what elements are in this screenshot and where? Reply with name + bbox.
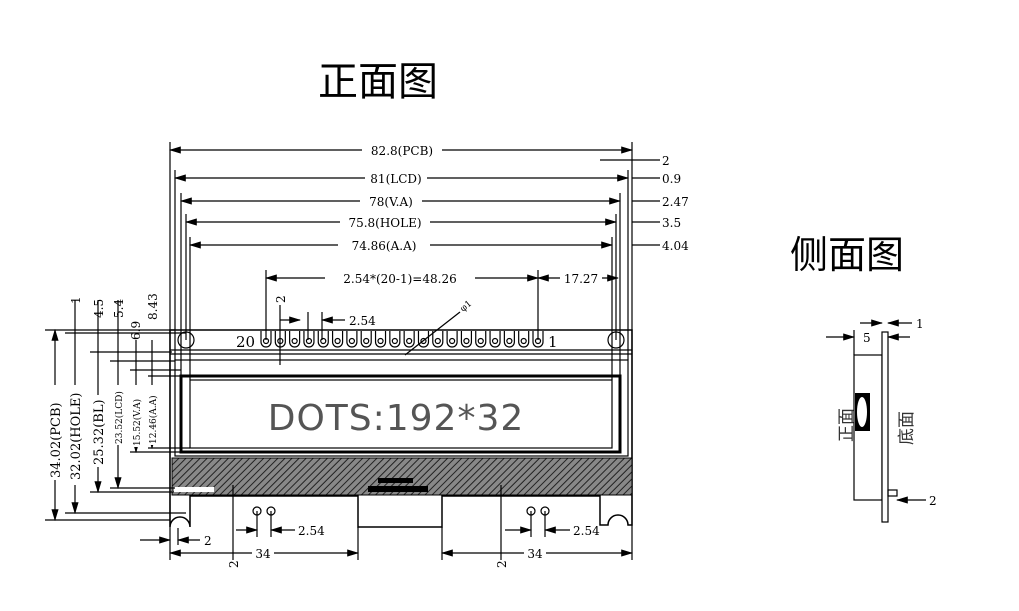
dim-va-width: 78(V.A) xyxy=(369,195,413,209)
pin-pad xyxy=(532,331,544,348)
pin-hole xyxy=(520,337,527,345)
dim-pin-span: 2.54*(20-1)=48.26 xyxy=(343,272,456,286)
pin-pad xyxy=(518,331,530,348)
dim-top-5-4: 5.4 xyxy=(112,299,126,318)
dim-top-8-43: 8.43 xyxy=(146,293,160,320)
top-dimensions: 82.8(PCB) 81(LCD) 78(V.A) 75.8(HOLE) 74.… xyxy=(168,143,689,365)
dim-left-width: 34 xyxy=(255,547,271,561)
pin-pad xyxy=(317,331,329,348)
dim-pin-top: 2 xyxy=(274,295,288,303)
pin-pad xyxy=(403,331,415,348)
pin-hole xyxy=(377,337,384,345)
dim-pcb-height: 34.02(PCB) xyxy=(49,402,64,478)
pin-hole xyxy=(477,337,484,345)
dim-pin-offset: 17.27 xyxy=(564,272,598,286)
pin-pad xyxy=(374,331,387,348)
pin-hole xyxy=(320,337,327,345)
pin-hole xyxy=(420,337,427,345)
side-label-back: 底面 xyxy=(897,411,917,445)
side-label-front: 正面 xyxy=(837,408,857,442)
pin-pad xyxy=(331,331,344,348)
dim-right-width: 34 xyxy=(527,547,543,561)
dim-top-4-5: 4.5 xyxy=(92,299,106,318)
pin-hole xyxy=(406,337,413,345)
dim-lcd-height: 23.52(LCD) xyxy=(114,391,125,444)
pin-hole xyxy=(534,337,542,345)
pin-hole xyxy=(277,337,284,345)
side-dim-pin: 2 xyxy=(929,494,937,508)
pin-pad xyxy=(274,331,286,348)
dim-r-aa: 4.04 xyxy=(662,239,689,253)
dim-pcb-width: 82.8(PCB) xyxy=(371,144,433,158)
pin-pad xyxy=(289,331,301,348)
dim-top-1: 1 xyxy=(69,296,83,304)
dim-left-pitch: 2.54 xyxy=(298,524,325,538)
dim-bl-height: 25.32(BL) xyxy=(92,399,107,465)
dim-pin-diameter: φ1 xyxy=(459,299,475,314)
pin-pad xyxy=(432,331,444,348)
pin-hole xyxy=(262,337,270,345)
lcd-outline xyxy=(174,359,629,457)
pin-hole xyxy=(363,337,370,345)
side-dim-pcb: 1 xyxy=(916,317,924,331)
pcb-outline: 20 1 DOTS:192*32 xyxy=(169,329,633,528)
pin-pad xyxy=(346,331,358,348)
dim-r-pcb: 2 xyxy=(662,154,670,168)
pin-pad xyxy=(503,331,515,348)
pin-label-1: 1 xyxy=(548,333,558,351)
active-area xyxy=(189,379,613,449)
part-label-sticker xyxy=(174,487,214,492)
dim-right-offset: 2 xyxy=(495,560,509,568)
dim-right-pitch: 2.54 xyxy=(573,524,600,538)
front-view-title: 正面图 xyxy=(318,59,438,105)
dim-top-6-9: 6.9 xyxy=(129,321,143,340)
dim-aa-height: 12.46(A.A) xyxy=(148,395,159,444)
pin-hole xyxy=(291,337,298,345)
dim-hole-edge: 2 xyxy=(204,534,212,548)
dim-lcd-width: 81(LCD) xyxy=(370,172,421,186)
pin-hole xyxy=(491,337,499,345)
dim-left-offset: 2 xyxy=(227,560,241,568)
side-view-title: 侧面图 xyxy=(790,233,904,277)
pin-hole xyxy=(334,337,341,345)
side-dim-thickness: 5 xyxy=(863,331,871,345)
display-text: DOTS:192*32 xyxy=(268,398,525,439)
pin-pad xyxy=(489,331,501,348)
left-dimensions: 34.02(PCB) 32.02(HOLE) 25.32(BL) 23.52(L… xyxy=(45,293,190,522)
pin-pad xyxy=(446,331,458,348)
dim-r-va: 2.47 xyxy=(662,195,689,209)
pin-pad xyxy=(417,331,430,348)
pin-hole xyxy=(348,337,355,345)
pin-label-20: 20 xyxy=(236,333,255,351)
pin-hole xyxy=(449,337,456,345)
viewing-area xyxy=(179,374,622,454)
pin-pad xyxy=(303,331,315,348)
dim-hole-width: 75.8(HOLE) xyxy=(348,216,421,230)
dim-pin-pitch: 2.54 xyxy=(349,314,376,328)
pin-pad xyxy=(389,331,401,348)
pin-pad xyxy=(475,331,487,348)
dim-va-height: 15.52(V.A) xyxy=(132,399,143,446)
pin-hole xyxy=(463,337,470,345)
pin-pad xyxy=(360,331,372,348)
pin-hole xyxy=(305,337,313,345)
dim-aa-width: 74.86(A.A) xyxy=(352,239,417,253)
dim-r-lcd: 0.9 xyxy=(662,172,681,186)
pin-row xyxy=(260,331,544,348)
pin-pad xyxy=(460,331,473,348)
pin-hole xyxy=(506,337,513,345)
pin-pad xyxy=(260,331,272,348)
pin-hole xyxy=(391,337,398,345)
dim-r-hole: 3.5 xyxy=(662,216,681,230)
pin-hole xyxy=(434,337,441,345)
bottom-dimensions: 2.54 2.54 2 34 34 2 2 xyxy=(140,485,634,568)
dim-hole-height: 32.02(HOLE) xyxy=(69,393,84,480)
side-view: 5 1 2 正面 底面 xyxy=(826,317,937,523)
